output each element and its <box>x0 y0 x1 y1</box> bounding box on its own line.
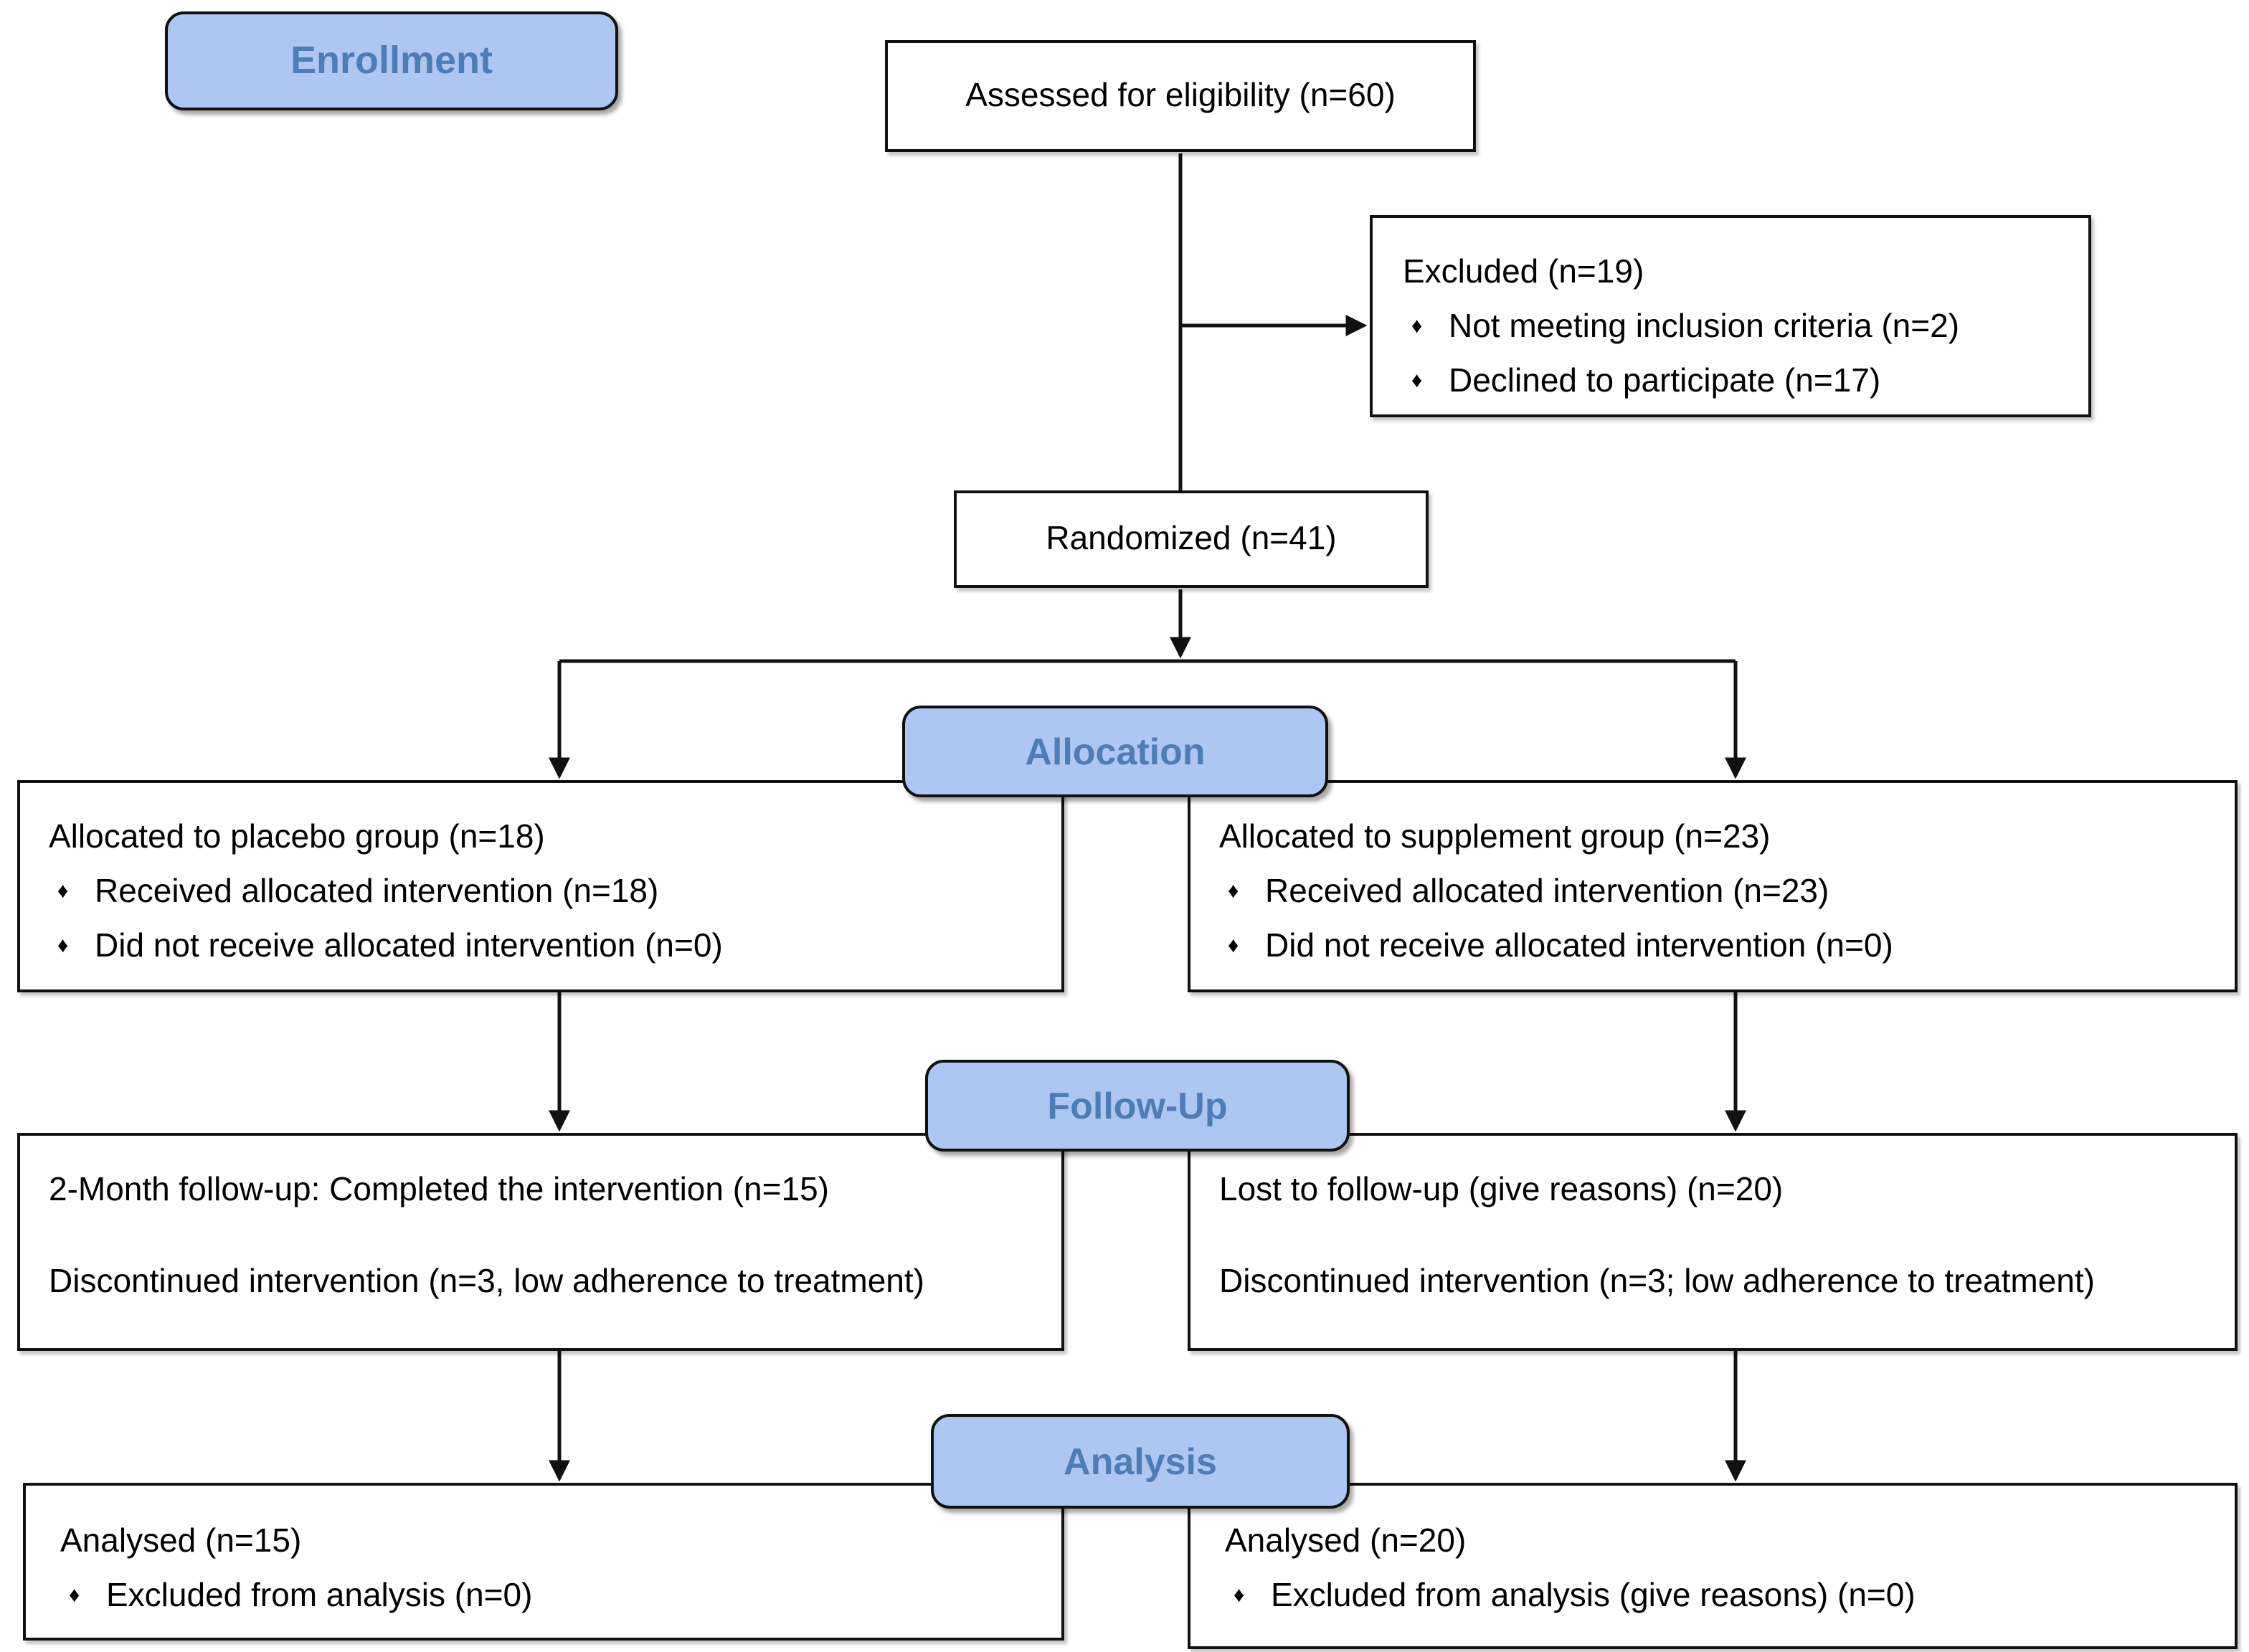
analysis-right-bullet-1: ♦ Excluded from analysis (give reasons) … <box>1225 1569 2223 1623</box>
box-analysis-supplement: Analysed (n=20) ♦ Excluded from analysis… <box>1188 1483 2238 1649</box>
analysis-left-bullet-1: ♦ Excluded from analysis (n=0) <box>60 1569 1050 1623</box>
allocation-left-bullet-1-text: Received allocated intervention (n=18) <box>95 872 659 910</box>
followup-left-line2: Discontinued intervention (n=3, low adhe… <box>49 1262 924 1300</box>
followup-right-line1: Lost to follow-up (give reasons) (n=20) <box>1219 1170 1784 1208</box>
allocation-left-bullet-2: ♦ Did not receive allocated intervention… <box>49 919 1050 974</box>
excluded-bullet-2-text: Declined to participate (n=17) <box>1449 361 1881 399</box>
box-followup-supplement: Lost to follow-up (give reasons) (n=20) … <box>1188 1133 2238 1351</box>
bullet-diamond-icon: ♦ <box>1411 369 1423 393</box>
followup-right-line2: Discontinued intervention (n=3; low adhe… <box>1219 1262 2095 1300</box>
box-followup-placebo: 2-Month follow-up: Completed the interve… <box>17 1133 1064 1351</box>
stage-label-followup: Follow-Up <box>1047 1083 1228 1126</box>
box-assessed-eligibility: Assessed for eligibility (n=60) <box>885 40 1476 152</box>
allocation-left-title: Allocated to placebo group (n=18) <box>49 817 545 855</box>
excluded-bullet-1: ♦ Not meeting inclusion criteria (n=2) <box>1403 300 2077 354</box>
allocation-right-bullet-2-text: Did not receive allocated intervention (… <box>1265 926 1893 964</box>
box-allocation-supplement: Allocated to supplement group (n=23) ♦ R… <box>1188 780 2238 992</box>
stage-label-analysis: Analysis <box>1064 1439 1217 1482</box>
stage-label-enrollment: Enrollment <box>290 39 493 82</box>
box-allocation-placebo: Allocated to placebo group (n=18) ♦ Rece… <box>17 780 1064 992</box>
excluded-bullet-2: ♦ Declined to participate (n=17) <box>1403 354 2077 409</box>
box-analysis-placebo: Analysed (n=15) ♦ Excluded from analysis… <box>23 1483 1064 1641</box>
stage-pill-allocation: Allocation <box>902 706 1328 797</box>
bullet-diamond-icon: ♦ <box>1228 934 1239 958</box>
allocation-right-title: Allocated to supplement group (n=23) <box>1219 817 1771 855</box>
analysis-left-title: Analysed (n=15) <box>60 1522 302 1560</box>
bullet-diamond-icon: ♦ <box>69 1583 80 1608</box>
bullet-diamond-icon: ♦ <box>1234 1583 1245 1608</box>
analysis-right-bullet-1-text: Excluded from analysis (give reasons) (n… <box>1271 1576 1916 1614</box>
randomized-text: Randomized (n=41) <box>1046 519 1337 557</box>
analysis-left-bullet-1-text: Excluded from analysis (n=0) <box>106 1576 533 1614</box>
box-excluded: Excluded (n=19) ♦ Not meeting inclusion … <box>1370 215 2091 417</box>
bullet-diamond-icon: ♦ <box>57 879 69 903</box>
stage-pill-followup: Follow-Up <box>925 1060 1350 1152</box>
allocation-left-bullet-2-text: Did not receive allocated intervention (… <box>95 926 723 964</box>
excluded-title: Excluded (n=19) <box>1403 252 1644 290</box>
allocation-left-bullet-1: ♦ Received allocated intervention (n=18) <box>49 865 1050 919</box>
analysis-right-title: Analysed (n=20) <box>1225 1522 1467 1560</box>
stage-pill-analysis: Analysis <box>931 1414 1350 1509</box>
box-randomized: Randomized (n=41) <box>954 490 1429 588</box>
allocation-right-bullet-1: ♦ Received allocated intervention (n=23) <box>1219 865 2223 919</box>
assessed-text: Assessed for eligibility (n=60) <box>965 76 1396 114</box>
bullet-diamond-icon: ♦ <box>1228 879 1239 903</box>
stage-label-allocation: Allocation <box>1025 729 1206 772</box>
followup-left-line1: 2-Month follow-up: Completed the interve… <box>49 1170 829 1208</box>
bullet-diamond-icon: ♦ <box>57 934 69 958</box>
allocation-right-bullet-2: ♦ Did not receive allocated intervention… <box>1219 919 2223 974</box>
excluded-bullet-1-text: Not meeting inclusion criteria (n=2) <box>1449 307 1960 345</box>
bullet-diamond-icon: ♦ <box>1411 314 1423 338</box>
stage-pill-enrollment: Enrollment <box>165 11 618 110</box>
allocation-right-bullet-1-text: Received allocated intervention (n=23) <box>1265 872 1829 910</box>
